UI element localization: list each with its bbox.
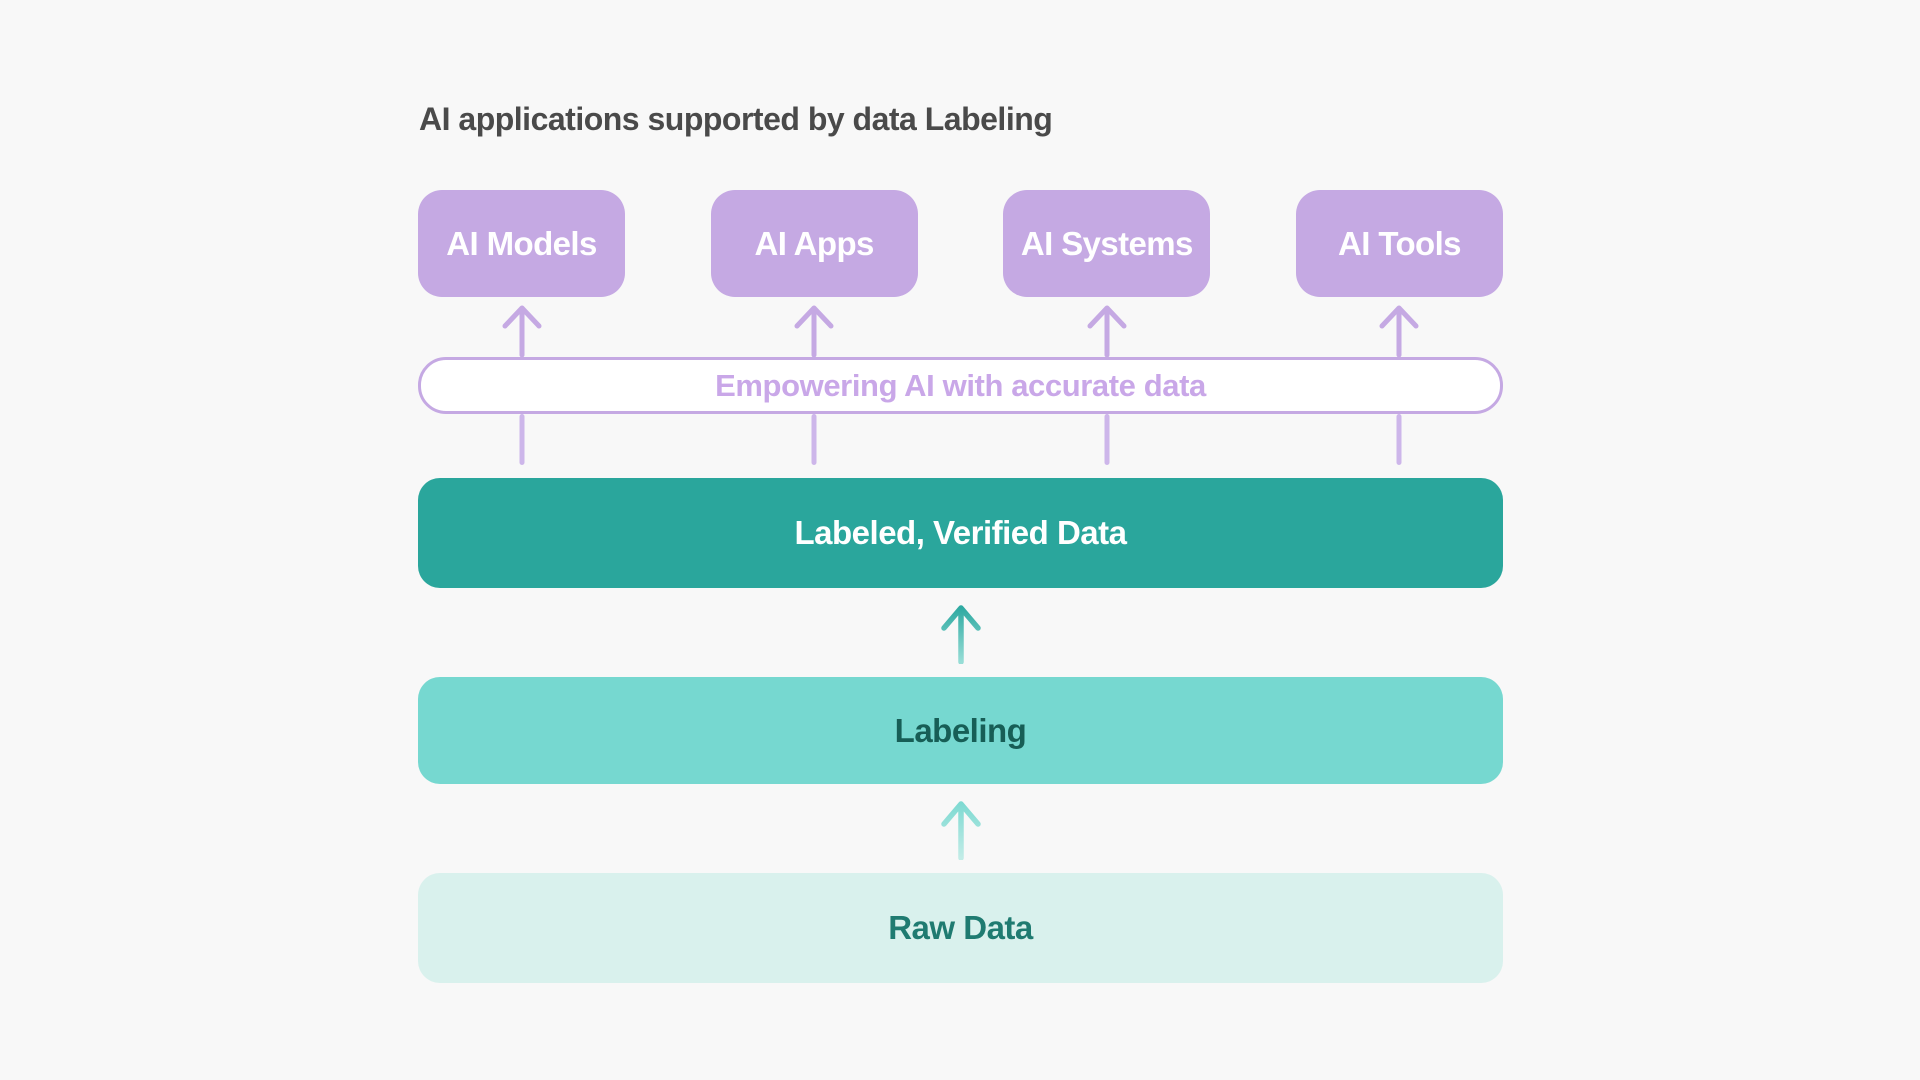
aqua-arrow-row bbox=[418, 784, 1503, 873]
up-arrow-icon bbox=[1377, 303, 1421, 358]
app-box-ai-tools: AI Tools bbox=[1295, 190, 1503, 297]
teal-arrow-row bbox=[418, 588, 1503, 677]
diagram-title: AI applications supported by data Labeli… bbox=[419, 101, 1053, 137]
labeling-box: Labeling bbox=[418, 677, 1503, 784]
app-box-ai-models: AI Models bbox=[418, 190, 625, 297]
app-box-ai-systems: AI Systems bbox=[1003, 190, 1211, 297]
up-arrow-icon bbox=[500, 303, 544, 358]
connector-line bbox=[519, 414, 524, 465]
bridge-bar: Empowering AI with accurate data bbox=[418, 357, 1503, 414]
up-arrow-icon bbox=[1085, 303, 1129, 358]
connector-line bbox=[1104, 414, 1110, 465]
raw-data-box: Raw Data bbox=[418, 873, 1503, 983]
up-arrow-icon bbox=[937, 798, 985, 861]
up-arrow-icon bbox=[937, 602, 985, 665]
purple-lines-row bbox=[418, 414, 1503, 478]
purple-arrows-row bbox=[418, 297, 1503, 358]
labeled-verified-data-box: Labeled, Verified Data bbox=[418, 478, 1503, 588]
diagram-canvas: AI Models AI Apps AI Systems AI Tools Em… bbox=[418, 190, 1503, 983]
bridge-label: Empowering AI with accurate data bbox=[715, 367, 1206, 403]
app-box-ai-apps: AI Apps bbox=[710, 190, 918, 297]
ai-apps-row: AI Models AI Apps AI Systems AI Tools bbox=[418, 190, 1503, 297]
up-arrow-icon bbox=[792, 303, 836, 358]
connector-line bbox=[1396, 414, 1402, 465]
connector-line bbox=[811, 414, 817, 465]
